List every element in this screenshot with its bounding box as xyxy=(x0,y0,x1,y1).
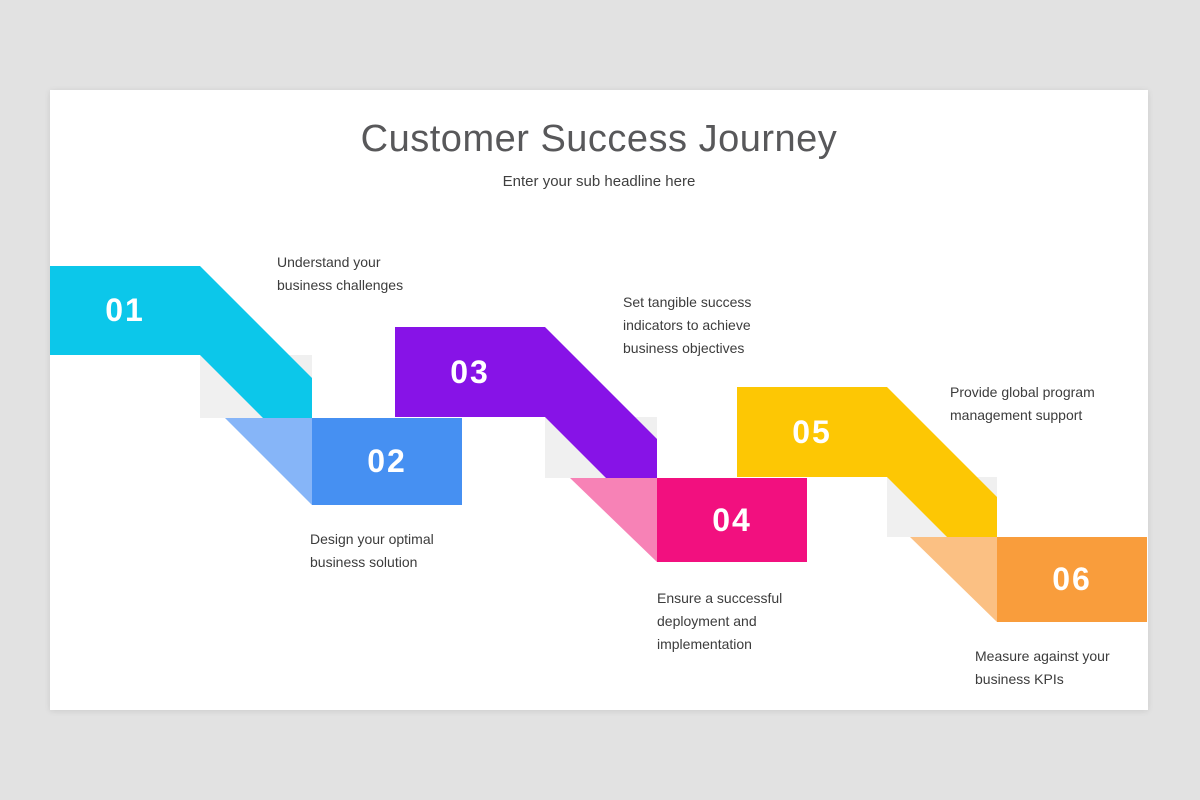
step-02-block: 02 xyxy=(312,418,462,505)
step-01-description: Understand your business challenges xyxy=(277,254,404,293)
step-04-description: Ensure a successful deployment and imple… xyxy=(657,590,783,652)
step-04-number: 04 xyxy=(712,501,752,538)
step-02-number: 02 xyxy=(367,443,407,479)
slide-title: Customer Success Journey xyxy=(360,118,838,160)
step-06-description: Measure against your business KPIs xyxy=(975,648,1110,687)
step-05-block: 05 xyxy=(737,387,887,477)
step-01-block: 01 xyxy=(50,266,200,355)
step-03-block: 03 xyxy=(395,327,545,417)
step-01-number: 01 xyxy=(105,292,145,328)
step-04-block: 04 xyxy=(657,478,807,562)
step-05-number: 05 xyxy=(792,413,832,450)
step-02-description: Design your optimal business solution xyxy=(310,531,434,570)
slide-subtitle: Enter your sub headline here xyxy=(502,173,696,190)
step-05-description: Provide global program management suppor… xyxy=(950,384,1095,423)
step-06-number: 06 xyxy=(1052,561,1092,597)
step-03-description: Set tangible success indicators to achie… xyxy=(623,294,752,356)
step-06-block: 06 xyxy=(997,537,1147,622)
step-03-number: 03 xyxy=(450,353,490,390)
